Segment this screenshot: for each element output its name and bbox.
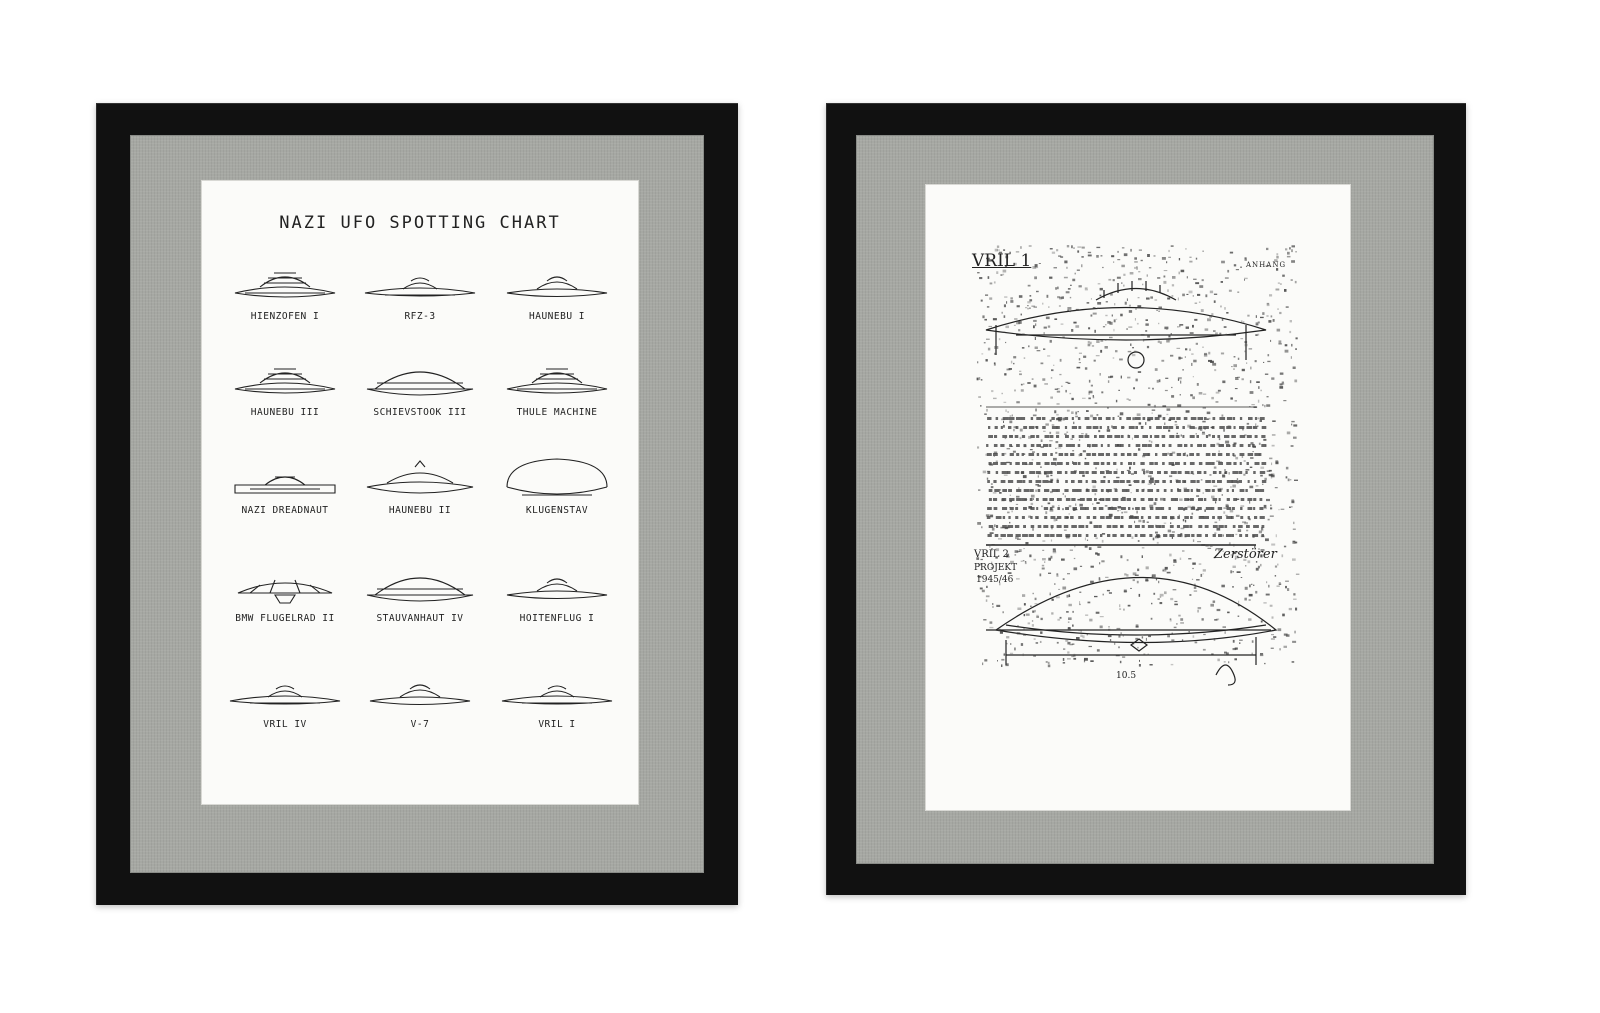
right-picture-frame: VRIL 1 ANHANG VRIL 2 Zerstörer PROJEKT 1… [826,103,1466,895]
ufo-item: HAUNEBU I [492,253,622,333]
right-paper: VRIL 1 ANHANG VRIL 2 Zerstörer PROJEKT 1… [926,185,1350,810]
ufo-item: SCHIEVSTOOK III [355,349,485,429]
right-mat: VRIL 1 ANHANG VRIL 2 Zerstörer PROJEKT 1… [856,135,1434,864]
ufo-drawing [355,349,485,405]
left-paper: NAZI UFO SPOTTING CHART HIENZOFEN I RFZ-3… [202,181,638,804]
ufo-drawing [220,349,350,405]
left-mat: NAZI UFO SPOTTING CHART HIENZOFEN I RFZ-3… [130,135,704,873]
ufo-drawing [355,253,485,309]
ufo-label: KLUGENSTAV [492,505,622,516]
ufo-label: HAUNEBU I [492,311,622,322]
ufo-drawing [492,661,622,717]
ufo-drawing [355,555,485,611]
ufo-item: THULE MACHINE [492,349,622,429]
ufo-drawing [220,555,350,611]
vril-blueprint-drawing [926,185,1350,810]
ufo-label: SCHIEVSTOOK III [355,407,485,418]
vril1-title: VRIL 1 [972,251,1031,271]
ufo-item: KLUGENSTAV [492,447,622,527]
ufo-item: HOITENFLUG I [492,555,622,635]
ufo-label: VRIL IV [220,719,350,730]
ufo-label: BMW FLUGELRAD II [220,613,350,624]
ufo-drawing [355,661,485,717]
ufo-drawing [492,447,622,503]
ufo-label: THULE MACHINE [492,407,622,418]
ufo-item: STAUVANHAUT IV [355,555,485,635]
ufo-label: HOITENFLUG I [492,613,622,624]
ufo-item: HAUNEBU III [220,349,350,429]
ufo-item: HAUNEBU II [355,447,485,527]
ufo-label: V-7 [355,719,485,730]
left-picture-frame: NAZI UFO SPOTTING CHART HIENZOFEN I RFZ-3… [96,103,738,905]
appendix-tag: ANHANG [1246,261,1286,269]
ufo-drawing [492,555,622,611]
chart-title: NAZI UFO SPOTTING CHART [202,213,638,233]
ufo-label: HAUNEBU II [355,505,485,516]
ufo-drawing [220,447,350,503]
project-label: PROJEKT [974,563,1017,573]
ufo-item: VRIL IV [220,661,350,741]
ufo-item: NAZI DREADNAUT [220,447,350,527]
ufo-label: VRIL I [492,719,622,730]
ufo-label: RFZ-3 [355,311,485,322]
ufo-item: RFZ-3 [355,253,485,333]
ufo-label: NAZI DREADNAUT [220,505,350,516]
zerstorer-label: Zerstörer [1214,547,1277,562]
ufo-drawing [492,253,622,309]
ufo-drawing [220,253,350,309]
project-year: 1945/46 [976,575,1013,585]
ufo-label: STAUVANHAUT IV [355,613,485,624]
ufo-item: BMW FLUGELRAD II [220,555,350,635]
ufo-item: HIENZOFEN I [220,253,350,333]
dimension-label: 10.5 [1116,671,1136,681]
ufo-drawing [220,661,350,717]
ufo-item: V-7 [355,661,485,741]
ufo-item: VRIL I [492,661,622,741]
vril2-label: VRIL 2 [974,549,1009,560]
ufo-label: HAUNEBU III [220,407,350,418]
ufo-drawing [492,349,622,405]
ufo-label: HIENZOFEN I [220,311,350,322]
ufo-drawing [355,447,485,503]
